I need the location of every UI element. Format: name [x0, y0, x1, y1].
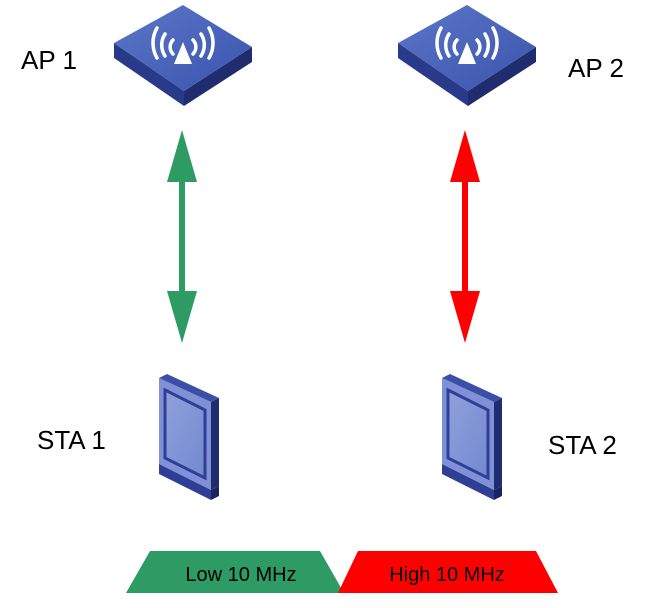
sta1-icon — [159, 374, 219, 500]
ap2-icon — [398, 5, 536, 106]
sta2-icon — [442, 374, 502, 500]
band-low-label: Low 10 MHz — [185, 564, 297, 586]
band-high-label: High 10 MHz — [389, 564, 505, 586]
sta2-label: STA 2 — [548, 430, 617, 460]
band-low-shape — [126, 551, 344, 593]
ap1-label: AP 1 — [21, 45, 77, 75]
link-arrow-sta1-ap1 — [167, 130, 197, 343]
link-arrow-sta2-ap2 — [450, 130, 480, 343]
ap2-label: AP 2 — [568, 53, 624, 83]
band-high-shape — [338, 551, 558, 593]
ap1-icon — [114, 5, 252, 106]
sta1-label: STA 1 — [37, 425, 106, 455]
